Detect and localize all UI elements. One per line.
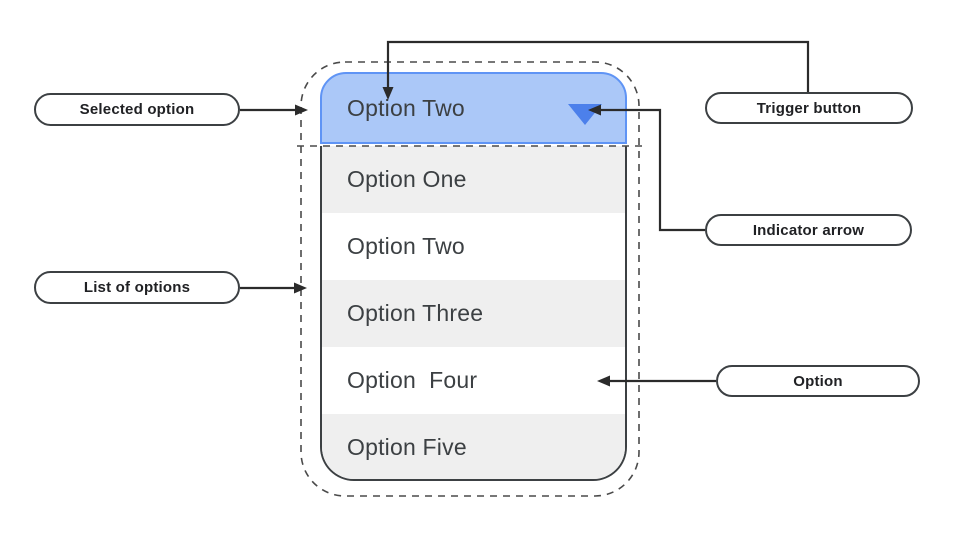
selected-option-label: Option Two <box>347 94 465 121</box>
option-label: Option Five <box>347 434 467 460</box>
callout-indicator-arrow: Indicator arrow <box>705 214 912 246</box>
arrow-list-of-options <box>240 282 307 294</box>
option-label: Option One <box>347 166 467 192</box>
option-row[interactable]: Option Two <box>322 213 625 280</box>
select-trigger-button[interactable]: Option Two <box>320 72 627 144</box>
callout-list-of-options: List of options <box>34 271 240 304</box>
option-label: Option Four <box>347 367 478 393</box>
callout-option: Option <box>716 365 920 397</box>
arrow-selected-option <box>240 104 308 116</box>
option-row[interactable]: Option Three <box>322 280 625 347</box>
callout-trigger-button-label: Trigger button <box>756 99 862 117</box>
callout-trigger-button: Trigger button <box>705 92 913 124</box>
dropdown-indicator-icon <box>568 104 602 125</box>
callout-option-label: Option <box>793 372 843 390</box>
callout-list-of-options-label: List of options <box>83 279 191 296</box>
option-row[interactable]: Option Four <box>322 347 625 414</box>
option-row[interactable]: Option One <box>322 146 625 213</box>
option-label: Option Two <box>347 233 465 259</box>
callout-indicator-arrow-label: Indicator arrow <box>752 221 865 239</box>
option-label: Option Three <box>347 300 484 326</box>
callout-selected-option-label: Selected option <box>79 101 195 118</box>
option-row[interactable]: Option Five <box>322 414 625 479</box>
callout-selected-option: Selected option <box>34 93 240 126</box>
options-list: Option One Option Two Option Three Optio… <box>320 146 627 481</box>
